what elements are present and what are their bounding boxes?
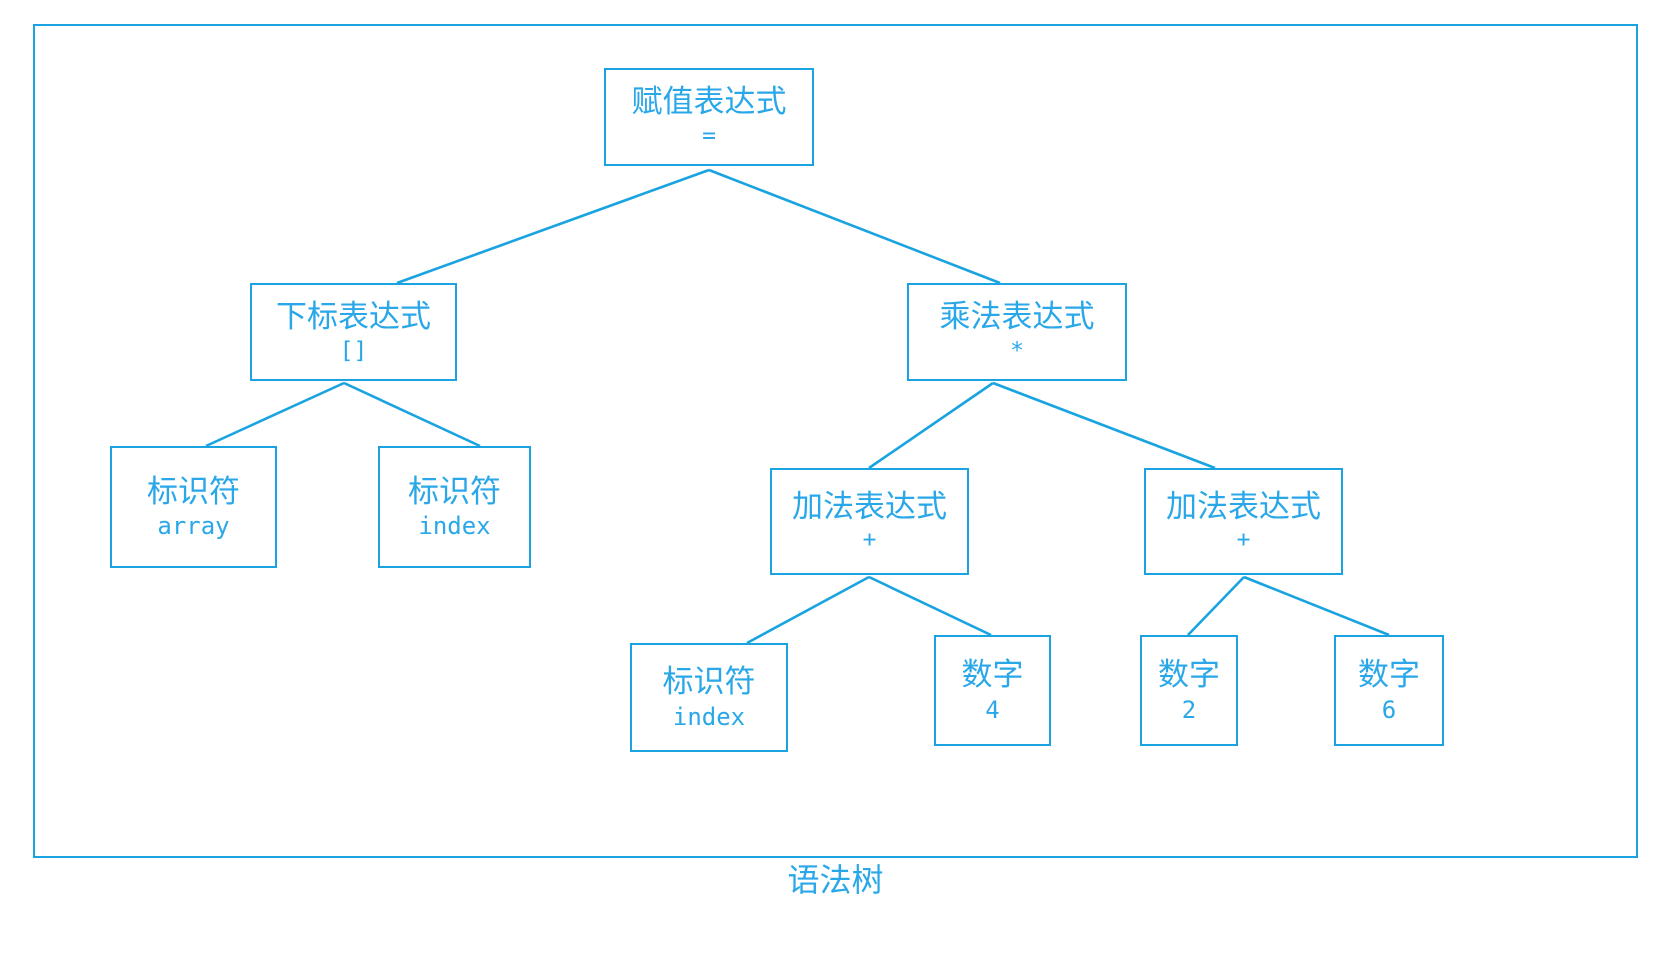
tree-node-value: index [418, 512, 491, 541]
tree-node-id-array[interactable]: 标识符 array [110, 446, 277, 568]
tree-node-subscript[interactable]: 下标表达式[] [250, 283, 457, 381]
tree-node-value: index [672, 702, 746, 731]
tree-node-label: 数字 [1158, 657, 1220, 693]
tree-node-value: + [1236, 527, 1251, 554]
diagram-caption: 语法树 [787, 862, 884, 898]
tree-node-value: [] [339, 337, 368, 364]
tree-node-label: 数字 [961, 657, 1024, 693]
tree-node-value: 2 [1181, 695, 1197, 724]
tree-node-label: 标识符 [147, 473, 240, 509]
tree-node-label: 赋值表达式 [631, 84, 787, 120]
tree-node-label: 数字 [1358, 657, 1420, 693]
tree-node-label: 乘法表达式 [939, 299, 1095, 335]
tree-node-value: * [1010, 337, 1024, 364]
tree-node-label: 加法表达式 [792, 488, 947, 524]
tree-node-value: 4 [985, 695, 1000, 724]
tree-node-value: + [862, 527, 877, 554]
tree-node-label: 加法表达式 [1166, 488, 1321, 524]
tree-node-multiply[interactable]: 乘法表达式* [907, 283, 1127, 381]
tree-node-assign[interactable]: 赋值表达式= [604, 68, 814, 166]
tree-node-add-right[interactable]: 加法表达式 + [1144, 468, 1343, 575]
diagram-frame [33, 24, 1638, 858]
tree-node-label: 标识符 [662, 664, 756, 700]
tree-node-id-index-1[interactable]: 标识符 index [378, 446, 531, 568]
tree-node-add-left[interactable]: 加法表达式 + [770, 468, 969, 575]
tree-node-value: 6 [1381, 695, 1397, 724]
tree-node-value: array [157, 512, 230, 541]
tree-node-label: 下标表达式 [276, 299, 431, 335]
tree-node-label: 标识符 [408, 473, 501, 509]
tree-node-value: = [702, 122, 716, 149]
